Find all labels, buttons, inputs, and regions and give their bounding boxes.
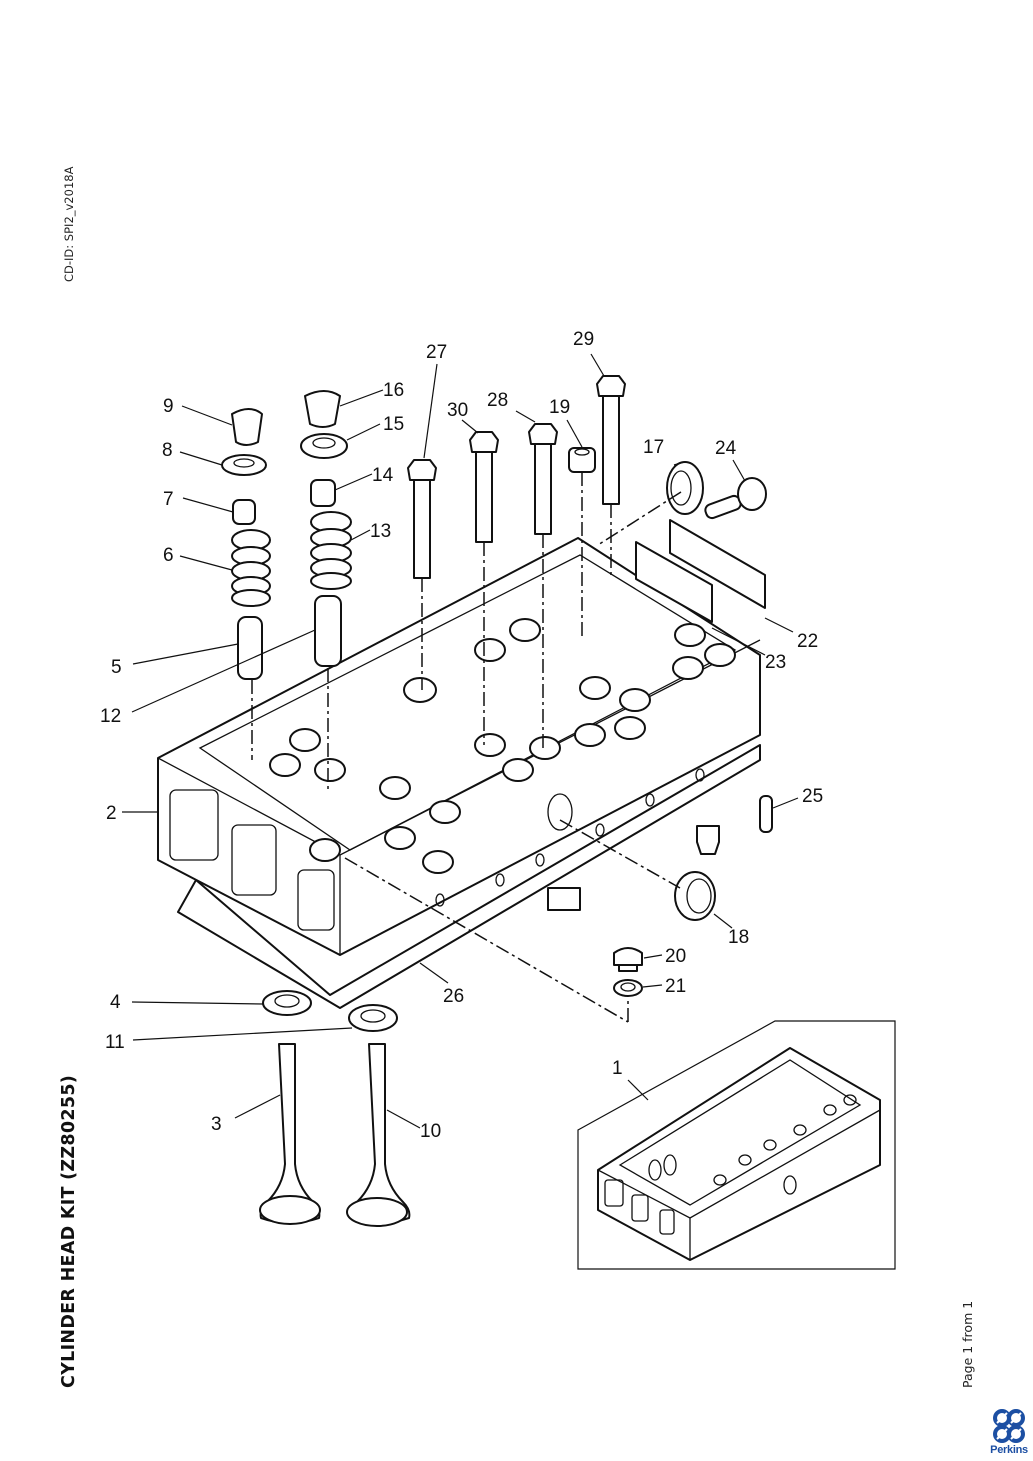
callout-8: 8: [162, 440, 173, 461]
spring-cap-right: [310, 479, 336, 507]
callout-29: 29: [573, 329, 594, 350]
collet-right: [304, 390, 341, 428]
seal-ring-18: [674, 871, 716, 921]
valve-guide-left: [237, 616, 263, 680]
callout-15: 15: [383, 414, 404, 435]
callout-25: 25: [802, 786, 823, 807]
callout-20: 20: [665, 946, 686, 967]
callout-3: 3: [211, 1114, 222, 1135]
washer-11: [348, 1004, 398, 1032]
cylinder-head-assembly: [597, 1047, 881, 1261]
spring-cap-left: [232, 499, 256, 525]
cylinder-head: [157, 537, 761, 1009]
callout-17: 17: [643, 437, 664, 458]
callout-12: 12: [100, 706, 121, 727]
perkins-emblem-icon: [993, 1409, 1025, 1443]
callout-16: 16: [383, 380, 404, 401]
head-bolt-27: [407, 459, 437, 690]
leader-lines: [122, 353, 799, 1129]
cover-plate: [669, 519, 766, 609]
callout-7: 7: [163, 489, 174, 510]
valve-spring-left: [231, 529, 271, 607]
collet-left: [231, 408, 263, 446]
seal-ring-17: [666, 461, 704, 515]
washer-21: [613, 979, 643, 997]
valve-3: [259, 1043, 321, 1225]
callout-9: 9: [163, 396, 174, 417]
spring-retainer-left: [221, 454, 267, 476]
callout-28: 28: [487, 390, 508, 411]
valve-10: [346, 1043, 411, 1227]
gasket: [635, 541, 713, 623]
valve-train-right: [300, 390, 352, 790]
callout-14: 14: [372, 465, 394, 486]
callout-27: 27: [426, 342, 447, 363]
valves: [259, 990, 411, 1227]
callout-5: 5: [111, 657, 122, 678]
callout-21: 21: [665, 976, 686, 997]
plug-bolt-20: [613, 947, 643, 972]
head-bolt-30: [469, 431, 499, 745]
callout-6: 6: [163, 545, 174, 566]
callout-18: 18: [728, 927, 749, 948]
valve-train-left: [221, 408, 271, 760]
right-side-parts: [344, 461, 773, 1023]
small-plug: [696, 825, 720, 855]
head-bolt-28: [528, 423, 558, 748]
inset-assembly-box: [577, 1020, 896, 1270]
perkins-logo: Perkins: [987, 1408, 1031, 1460]
callout-23: 23: [765, 652, 786, 673]
callout-2: 2: [106, 803, 117, 824]
callout-4: 4: [110, 992, 121, 1013]
cylinder-head-body: [157, 537, 761, 956]
callout-labels: 1 2 3 4 5 6 7 8 9 10 11 12 13 14 15 16 1…: [100, 329, 823, 1142]
core-plug: [547, 887, 581, 911]
callout-24: 24: [715, 438, 737, 459]
head-bolt-29: [596, 375, 626, 575]
callout-30: 30: [447, 400, 468, 421]
plug-19: [568, 447, 596, 640]
callout-13: 13: [370, 521, 391, 542]
flange-bolt-24: [704, 477, 767, 520]
callout-26: 26: [443, 986, 464, 1007]
callout-10: 10: [420, 1121, 441, 1142]
washer-4: [262, 990, 312, 1016]
dowel-pin: [759, 795, 773, 833]
valve-guide-right: [314, 595, 342, 667]
spring-retainer-right: [300, 433, 348, 459]
callout-1: 1: [612, 1058, 623, 1079]
callout-19: 19: [549, 397, 570, 418]
perkins-wordmark: Perkins: [990, 1444, 1028, 1456]
callout-11: 11: [105, 1032, 125, 1053]
callout-22: 22: [797, 631, 818, 652]
valve-spring-right: [310, 511, 352, 590]
head-bolts: [407, 375, 626, 748]
